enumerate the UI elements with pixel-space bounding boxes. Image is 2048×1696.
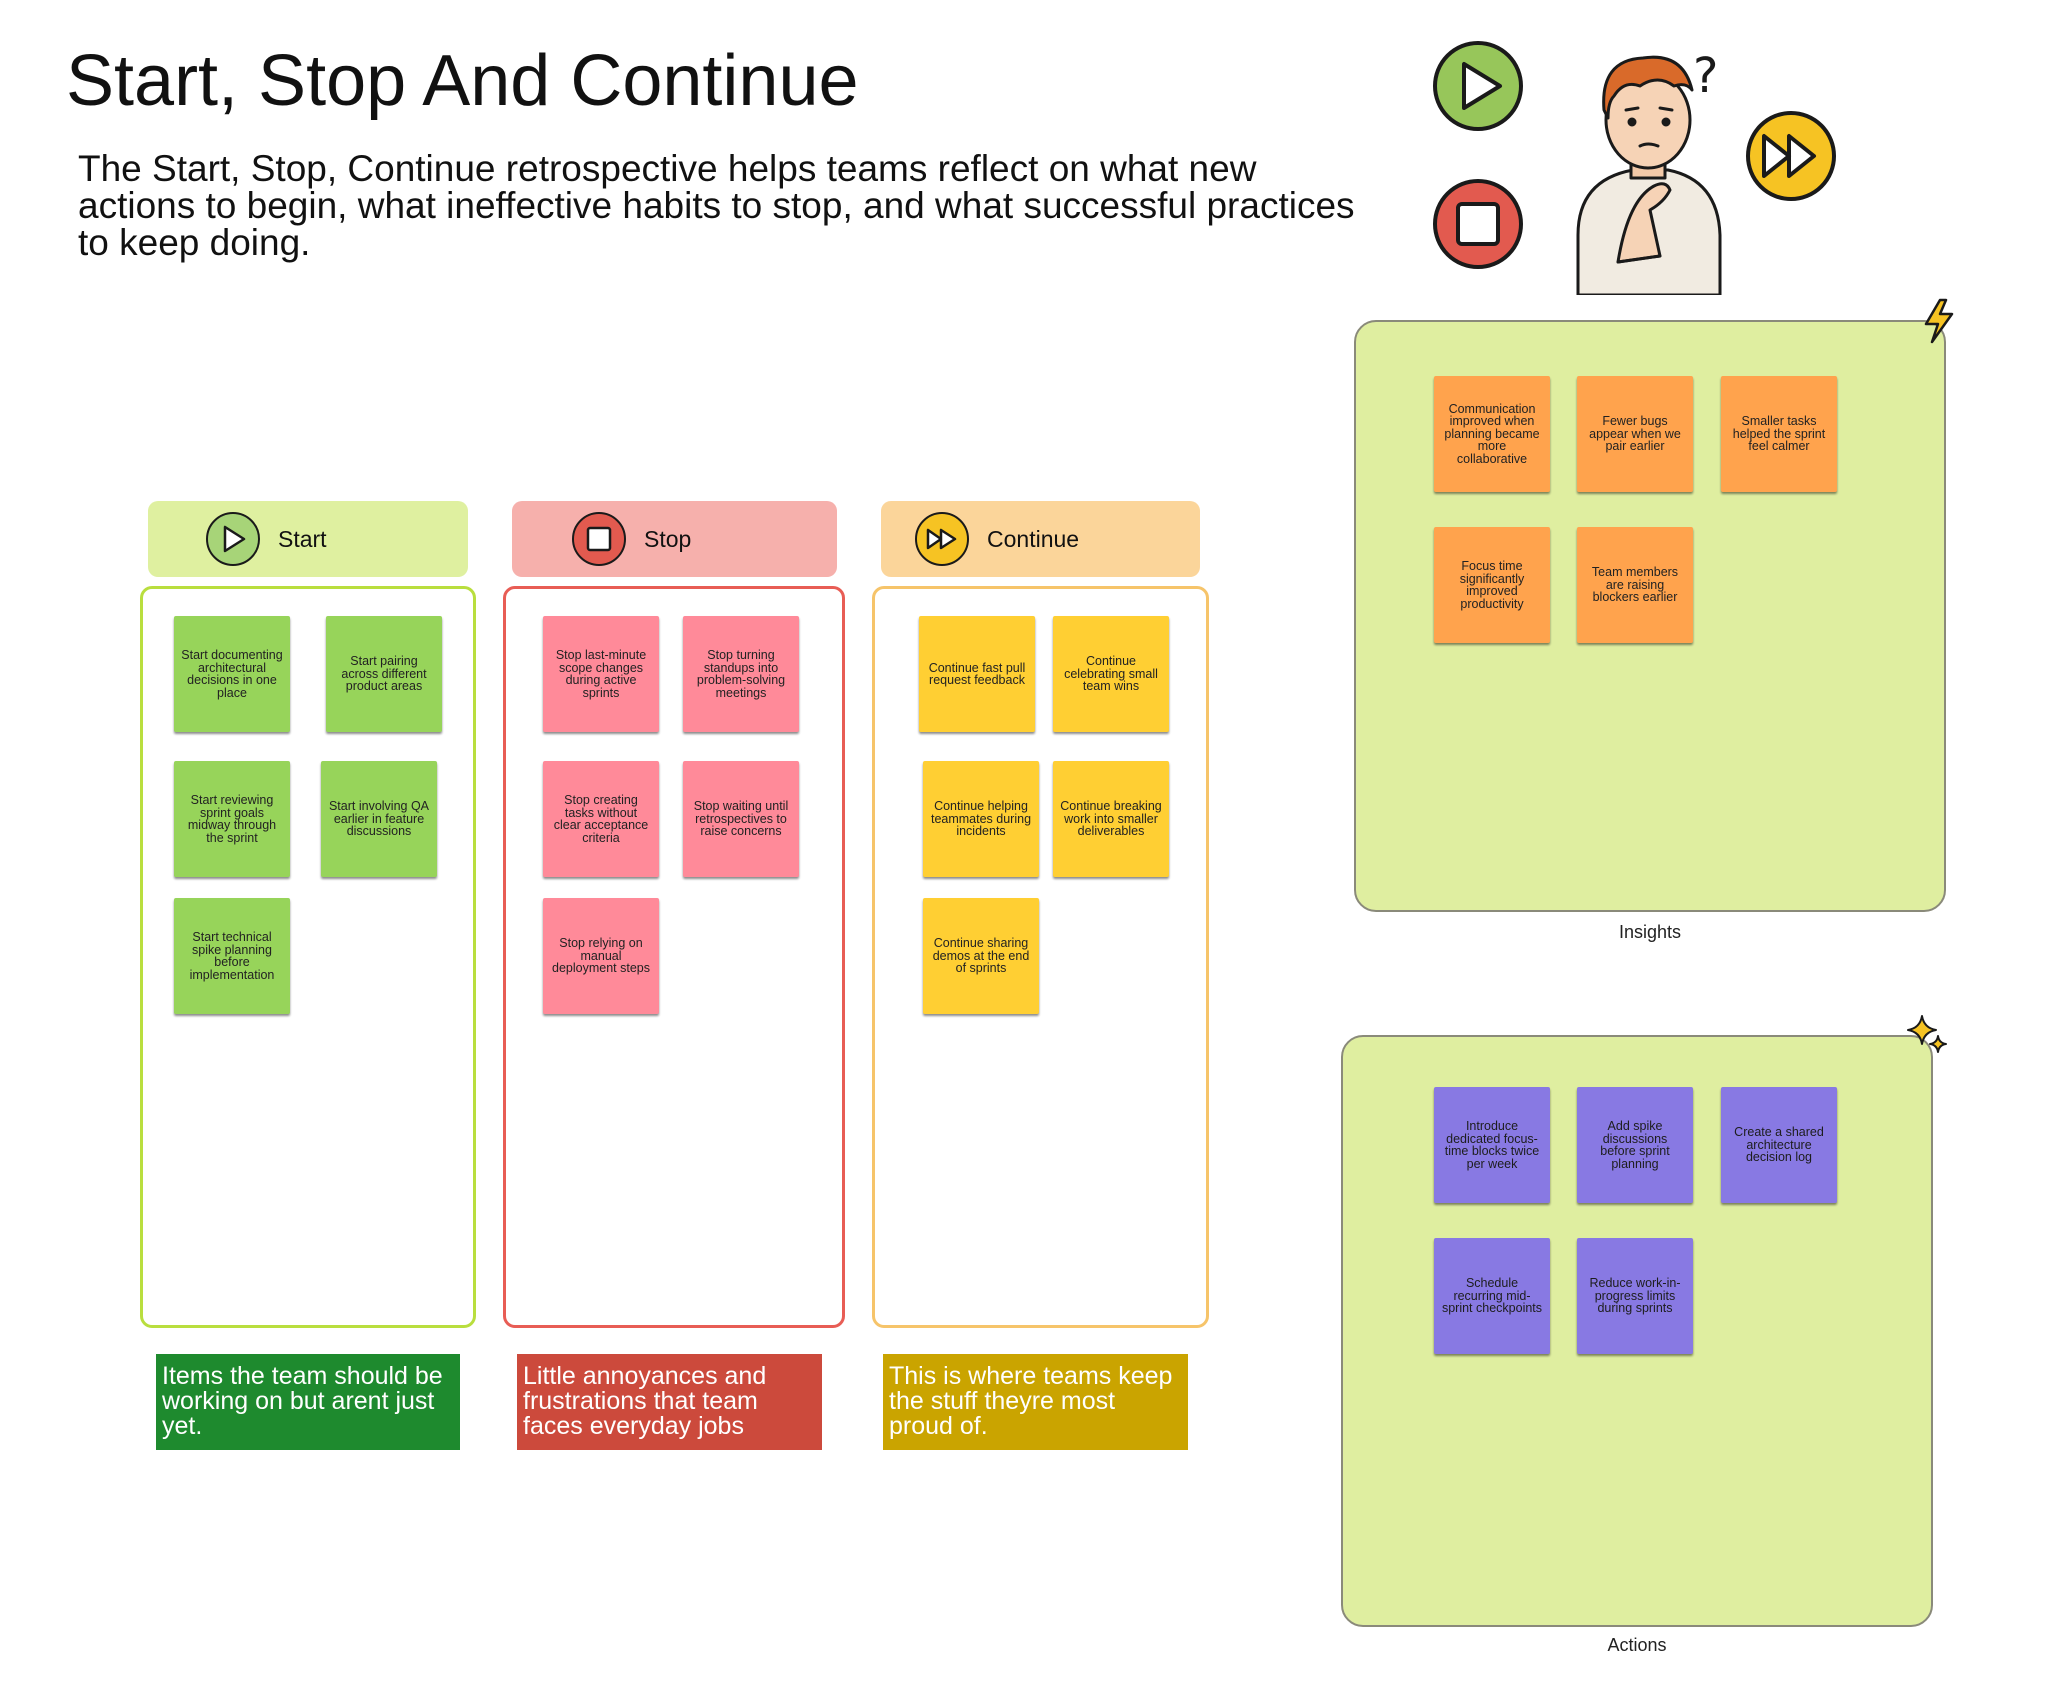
stop-note[interactable]: Stop last-minute scope changes during ac…: [543, 616, 659, 732]
continue-note[interactable]: Continue celebrating small team wins: [1053, 616, 1169, 732]
insight-note[interactable]: Fewer bugs appear when we pair earlier: [1577, 376, 1693, 492]
stop-note[interactable]: Stop waiting until retrospectives to rai…: [683, 761, 799, 877]
play-icon: [206, 512, 260, 566]
page-description: The Start, Stop, Continue retrospective …: [78, 148, 1355, 263]
stop-icon: [572, 512, 626, 566]
start-note[interactable]: Start reviewing sprint goals midway thro…: [174, 761, 290, 877]
stop-caption: Little annoyances and frustrations that …: [517, 1354, 822, 1450]
start-note[interactable]: Start technical spike planning before im…: [174, 898, 290, 1014]
stop-note[interactable]: Stop relying on manual deployment steps: [543, 898, 659, 1014]
continue-caption: This is where teams keep the stuff theyr…: [883, 1354, 1188, 1450]
start-note[interactable]: Start involving QA earlier in feature di…: [321, 761, 437, 877]
start-note[interactable]: Start documenting architectural decision…: [174, 616, 290, 732]
hero-illustration: ?: [1433, 41, 1836, 295]
fast-forward-icon: [915, 512, 969, 566]
stop-icon: [1433, 179, 1523, 269]
insight-note[interactable]: Smaller tasks helped the sprint feel cal…: [1721, 376, 1837, 492]
continue-note[interactable]: Continue sharing demos at the end of spr…: [923, 898, 1039, 1014]
play-icon: [1433, 41, 1523, 131]
question-mark: ?: [1693, 48, 1718, 104]
start-header-label: Start: [278, 525, 327, 552]
continue-header-label: Continue: [987, 525, 1080, 552]
continue-header: Continue: [881, 501, 1200, 577]
thinking-man-illustration: [1576, 55, 1722, 295]
fast-forward-icon: [1746, 111, 1836, 201]
continue-note[interactable]: Continue fast pull request feedback: [919, 616, 1035, 732]
insight-note[interactable]: Focus time significantly improved produc…: [1434, 527, 1550, 643]
stop-header-label: Stop: [644, 525, 692, 552]
stop-header: Stop: [512, 501, 837, 577]
actions-label: Actions: [1607, 1635, 1667, 1655]
start-header: Start: [148, 501, 468, 577]
action-note[interactable]: Introduce dedicated focus-time blocks tw…: [1434, 1087, 1550, 1203]
stop-note[interactable]: Stop creating tasks without clear accept…: [543, 761, 659, 877]
continue-note[interactable]: Continue breaking work into smaller deli…: [1053, 761, 1169, 877]
sparkle-icon: [1907, 1015, 1947, 1053]
insight-note[interactable]: Team members are raising blockers earlie…: [1577, 527, 1693, 643]
insights-label: Insights: [1618, 922, 1682, 942]
lightning-icon: [1924, 298, 1954, 344]
action-note[interactable]: Schedule recurring mid-sprint checkpoint…: [1434, 1238, 1550, 1354]
continue-note[interactable]: Continue helping teammates during incide…: [923, 761, 1039, 877]
action-note[interactable]: Add spike discussions before sprint plan…: [1577, 1087, 1693, 1203]
page-title: Start, Stop And Continue: [66, 41, 859, 121]
insight-note[interactable]: Communication improved when planning bec…: [1434, 376, 1550, 492]
action-note[interactable]: Reduce work-in-progress limits during sp…: [1577, 1238, 1693, 1354]
start-caption: Items the team should be working on but …: [156, 1354, 460, 1450]
start-note[interactable]: Start pairing across different product a…: [326, 616, 442, 732]
stop-note[interactable]: Stop turning standups into problem-solvi…: [683, 616, 799, 732]
action-note[interactable]: Create a shared architecture decision lo…: [1721, 1087, 1837, 1203]
